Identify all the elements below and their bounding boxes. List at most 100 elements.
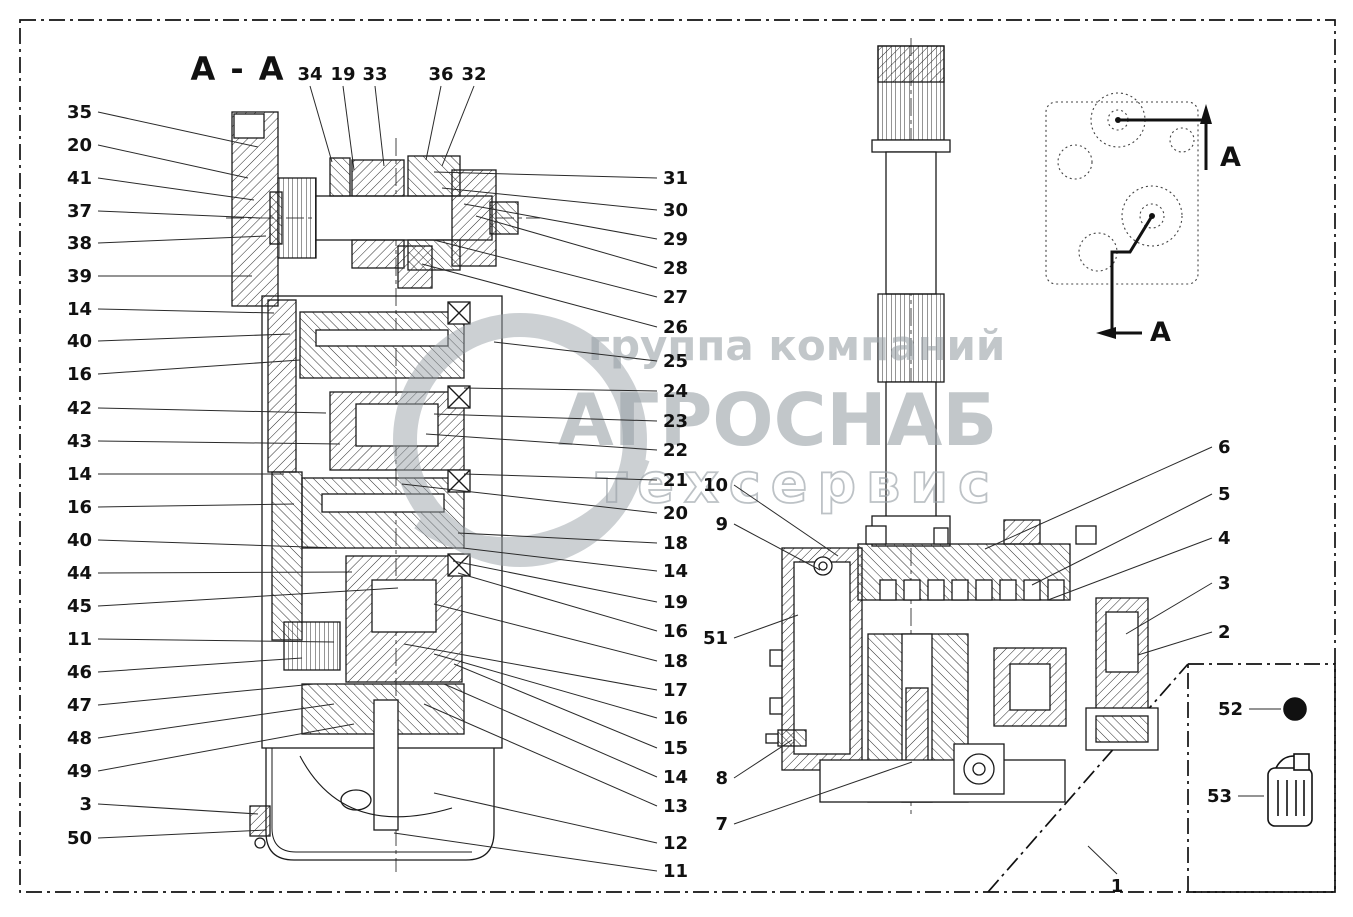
callout-label: 19	[330, 64, 355, 85]
leader-line	[97, 177, 255, 201]
leader-line	[433, 603, 658, 662]
callout-label: 33	[362, 64, 387, 85]
leader-line	[97, 657, 303, 673]
assembly-boundary-line	[987, 663, 1189, 893]
leader-line	[1087, 845, 1118, 875]
callout-label: 38	[67, 233, 92, 254]
leader-line	[452, 560, 658, 603]
leader-line	[97, 235, 267, 244]
leader-line	[97, 407, 327, 414]
leader-line	[97, 587, 399, 607]
callout-label: 44	[67, 563, 92, 584]
outer-border	[19, 19, 1336, 893]
left-assembly-section-view	[226, 111, 540, 872]
leader-line	[433, 171, 658, 179]
callout-label: 34	[297, 64, 322, 85]
callout-label: 16	[67, 497, 92, 518]
callout-label: 47	[67, 695, 92, 716]
leader-line	[97, 703, 335, 739]
callout-label: 42	[67, 398, 92, 419]
annotations: A - A A A	[190, 50, 1241, 348]
leader-line	[97, 333, 291, 342]
leader-line	[393, 832, 658, 872]
leader-line	[374, 85, 385, 167]
callout-label: 6	[1218, 437, 1231, 458]
leader-line	[97, 829, 267, 839]
leader-line	[309, 85, 333, 163]
oil-canister-icon	[1267, 753, 1313, 827]
callout-label: 19	[663, 592, 688, 613]
leader-line	[97, 144, 249, 179]
section-arrow-up-icon	[1200, 104, 1212, 124]
callout-label: 27	[663, 287, 688, 308]
callout-label: 48	[67, 728, 92, 749]
inset-box-border	[1187, 663, 1336, 893]
leader-line	[97, 111, 259, 148]
leader-line	[97, 723, 355, 772]
callout-label: 41	[67, 168, 92, 189]
callout-label: 1	[1111, 876, 1124, 897]
callout-label: 24	[663, 381, 688, 402]
callout-label: 52	[1218, 699, 1243, 720]
callout-label: 21	[663, 470, 688, 491]
leader-line	[97, 539, 339, 549]
leader-line	[97, 571, 353, 574]
callout-label: 16	[663, 708, 688, 729]
callout-label: 11	[67, 629, 92, 650]
seal-dot-icon	[1283, 697, 1307, 721]
callout-label: 36	[428, 64, 453, 85]
callout-label: 18	[663, 533, 688, 554]
callout-label: 5	[1218, 484, 1231, 505]
leader-line	[97, 503, 295, 508]
callout-label: 4	[1218, 528, 1231, 549]
callout-label: 51	[703, 628, 728, 649]
leader-line	[453, 663, 658, 749]
callout-label: 49	[67, 761, 92, 782]
leader-line	[97, 308, 275, 314]
callout-label: 39	[67, 266, 92, 287]
leader-line	[463, 203, 658, 240]
leader-line	[97, 210, 261, 219]
callout-label: 3	[1218, 573, 1231, 594]
callout-label: 29	[663, 229, 688, 250]
callout-label: 22	[663, 440, 688, 461]
leader-line	[97, 803, 259, 815]
leader-line	[475, 215, 658, 269]
callout-label: 43	[67, 431, 92, 452]
leader-line	[733, 761, 913, 825]
callout-label: 23	[663, 411, 688, 432]
leader-line	[342, 85, 355, 171]
callout-label: 31	[663, 168, 688, 189]
callout-label: 46	[67, 662, 92, 683]
callout-label: 8	[715, 768, 728, 789]
callout-label: 10	[703, 475, 728, 496]
callout-label: 15	[663, 738, 688, 759]
leader-line	[421, 263, 658, 328]
leader-line	[97, 683, 315, 706]
leader-line	[403, 643, 658, 691]
border-frame	[19, 19, 1336, 893]
callout-label: 14	[67, 464, 92, 485]
leader-line	[463, 387, 658, 392]
callout-label: 40	[67, 331, 92, 352]
leader-line	[97, 359, 301, 375]
leader-line	[733, 614, 799, 639]
callout-label: 37	[67, 201, 92, 222]
leader-line	[433, 792, 658, 844]
section-arrow-label-bottom: A	[1150, 317, 1171, 348]
callout-label: 40	[67, 530, 92, 551]
callout-label: 9	[715, 514, 728, 535]
callout-label: 53	[1207, 786, 1232, 807]
callout-label: 14	[67, 299, 92, 320]
callout-label: 20	[663, 503, 688, 524]
leader-line	[441, 187, 658, 211]
leader-line	[457, 572, 658, 632]
leader-line	[733, 484, 839, 557]
callout-label: 32	[461, 64, 486, 85]
leader-line	[433, 239, 658, 298]
leader-line	[423, 703, 658, 807]
callout-label: 17	[663, 680, 688, 701]
callout-label: 50	[67, 828, 92, 849]
